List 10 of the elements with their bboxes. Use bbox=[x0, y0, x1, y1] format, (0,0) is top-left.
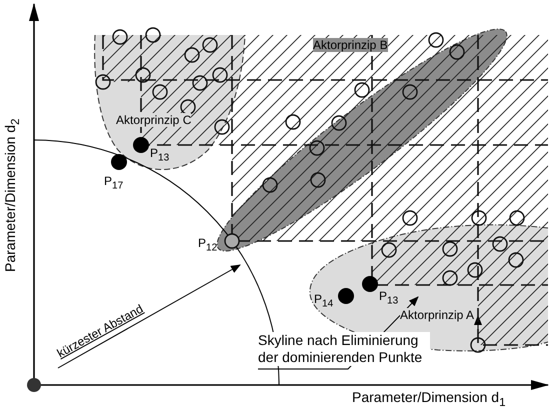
region-label: Aktorprinzip A bbox=[400, 308, 474, 322]
annotation-text: Skyline nach Eliminierung der dominierenden Punkte bbox=[258, 332, 430, 366]
point-label: P$_{13}$ bbox=[150, 146, 170, 166]
region-label: Aktorprinzip B bbox=[313, 38, 388, 52]
region-label: Aktorprinzip C bbox=[116, 113, 192, 127]
axis-label: Parameter/Dimension d$_{1}$ bbox=[352, 390, 506, 410]
point-label: P$_{12}$ bbox=[198, 236, 218, 256]
point-label: P$_{17}$ bbox=[104, 174, 124, 194]
point-label: P$_{13}$ bbox=[379, 289, 398, 308]
point-label: P$_{14}$ bbox=[314, 292, 334, 312]
